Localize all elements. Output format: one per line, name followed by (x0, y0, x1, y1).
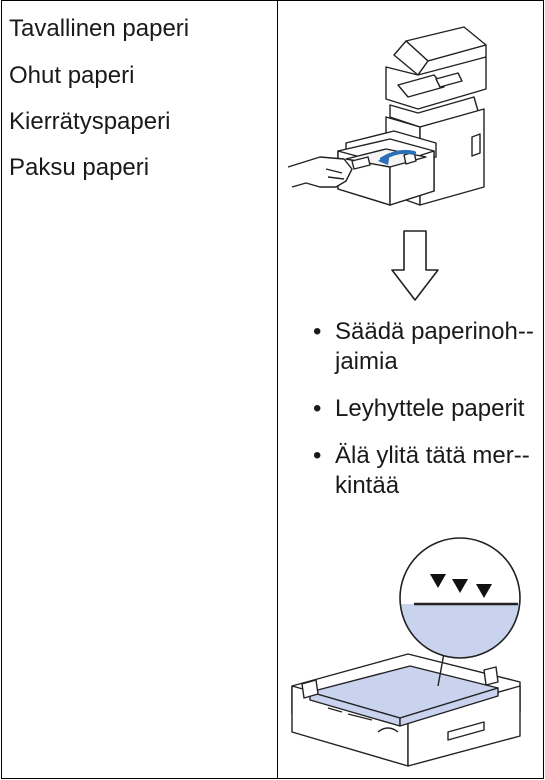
column-divider (277, 1, 278, 778)
instruction-fan-paper: • Leyhyttele paperit (313, 394, 543, 424)
instructions-column: • Säädä paperinoh-­jaimia • Leyhyttele p… (278, 1, 544, 778)
bullet: • (313, 395, 322, 422)
instruction-text: Säädä paperinoh-­jaimia (335, 318, 534, 375)
paper-type-recycled: Kierrätyspaperi (9, 108, 171, 135)
instruction-adjust-guides: • Säädä paperinoh-­jaimia (313, 317, 543, 377)
bullet: • (313, 442, 322, 469)
down-arrow-icon (391, 230, 439, 301)
printer-illustration (287, 26, 487, 206)
paper-type-thin: Ohut paperi (9, 62, 135, 89)
instruction-text: Älä ylitä tätä mer-­kintää (335, 442, 530, 499)
paper-type-plain: Tavallinen paperi (9, 15, 190, 42)
paper-tray-illustration (291, 537, 521, 767)
bullet: • (313, 318, 322, 345)
paper-type-thick: Paksu paperi (9, 154, 150, 181)
instruction-do-not-exceed: • Älä ylitä tätä mer-­kintää (313, 441, 543, 501)
instruction-text: Leyhyttele paperit (335, 395, 525, 422)
instruction-list: • Säädä paperinoh-­jaimia • Leyhyttele p… (313, 317, 543, 518)
fill-mark-icon (399, 537, 521, 659)
